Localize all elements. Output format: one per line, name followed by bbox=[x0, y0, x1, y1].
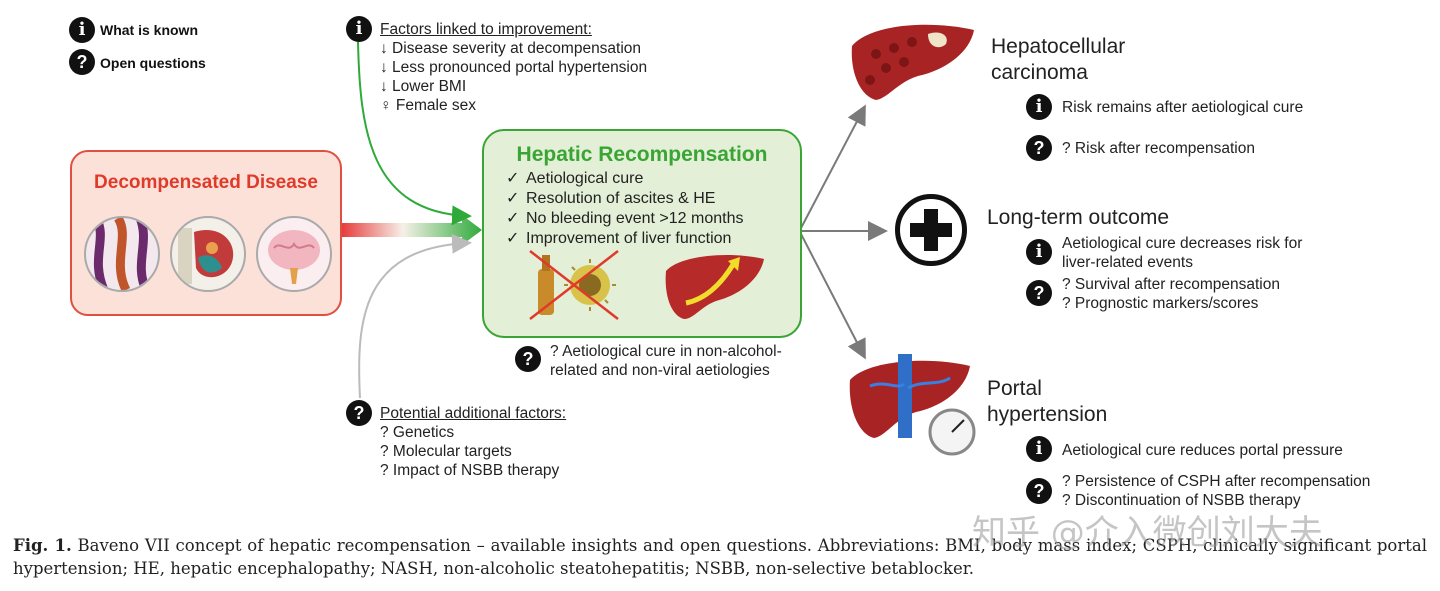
brain-icon bbox=[256, 216, 332, 292]
factor-item: ♀ Female sex bbox=[380, 97, 477, 114]
longterm-known-line: Aetiological cure decreases risk for bbox=[1062, 235, 1303, 252]
plus-circle-icon bbox=[895, 194, 967, 266]
longterm-question-line: ? Survival after recompensation bbox=[1062, 276, 1280, 293]
longterm-known-line: liver-related events bbox=[1062, 254, 1193, 271]
liver-tumor-icon bbox=[851, 24, 974, 100]
question-icon: ? bbox=[69, 49, 95, 75]
recompensation-box: Hepatic Recompensation ✓Aetiological cur… bbox=[482, 129, 802, 338]
info-icon: i bbox=[1026, 436, 1052, 462]
flow-arrow bbox=[338, 215, 482, 245]
info-icon: i bbox=[1026, 239, 1052, 265]
hcc-title: Hepatocellular carcinoma bbox=[991, 34, 1125, 86]
hcc-known: Risk remains after aetiological cure bbox=[1062, 99, 1304, 116]
info-icon: i bbox=[346, 16, 372, 42]
criteria-list: ✓Aetiological cure ✓Resolution of ascite… bbox=[506, 169, 743, 249]
liver-improve-icon bbox=[665, 255, 764, 319]
additional-item: ? Impact of NSBB therapy bbox=[380, 462, 560, 479]
additional-item: ? Molecular targets bbox=[380, 443, 512, 460]
watermark: 知乎 @介入微创刘大夫 bbox=[972, 513, 1323, 553]
info-icon: i bbox=[69, 17, 95, 43]
legend-known-label: What is known bbox=[100, 22, 198, 38]
check-icon: ✓ bbox=[506, 190, 520, 207]
portal-known: Aetiological cure reduces portal pressur… bbox=[1062, 442, 1343, 459]
criterion-item: ✓Aetiological cure bbox=[506, 170, 644, 187]
criterion-item: ✓Resolution of ascites & HE bbox=[506, 190, 716, 207]
caption-label: Fig. 1. bbox=[13, 536, 72, 555]
question-line: related and non-viral aetiologies bbox=[550, 362, 770, 379]
portal-question-line: ? Persistence of CSPH after recompensati… bbox=[1062, 473, 1371, 490]
ascites-icon bbox=[170, 216, 246, 292]
factors-block: Factors linked to improvement: ↓ Disease… bbox=[380, 20, 647, 115]
check-icon: ✓ bbox=[506, 170, 520, 187]
hcc-question: ? Risk after recompensation bbox=[1062, 140, 1255, 157]
legend-open-label: Open questions bbox=[100, 55, 206, 71]
varices-icon bbox=[84, 216, 160, 292]
caption-text: Baveno VII concept of hepatic recompensa… bbox=[13, 536, 1427, 578]
hcc-title-line: Hepatocellular bbox=[991, 35, 1126, 58]
factors-header: Factors linked to improvement: bbox=[380, 21, 592, 38]
longterm-question: ? Survival after recompensation ? Progno… bbox=[1062, 275, 1280, 313]
question-icon: ? bbox=[1026, 478, 1052, 504]
connector-layer bbox=[338, 41, 888, 399]
portal-liver-gauge-icon bbox=[849, 354, 976, 456]
question-icon: ? bbox=[515, 346, 541, 372]
portal-title-line: hypertension bbox=[987, 403, 1108, 426]
factor-item: ↓ Less pronounced portal hypertension bbox=[380, 59, 648, 76]
longterm-title: Long-term outcome bbox=[987, 206, 1170, 229]
criterion-item: ✓No bleeding event >12 months bbox=[506, 210, 744, 227]
additional-header: Potential additional factors: bbox=[380, 405, 567, 422]
arrow-to-hcc bbox=[799, 104, 866, 231]
question-line: ? Aetiological cure in non-alcohol- bbox=[550, 343, 782, 360]
question-icon: ? bbox=[1026, 135, 1052, 161]
additional-factors-block: Potential additional factors: ? Genetics… bbox=[380, 404, 566, 480]
longterm-question-line: ? Prognostic markers/scores bbox=[1062, 295, 1259, 312]
factors-curve bbox=[357, 41, 472, 226]
figure-caption: Fig. 1. Baveno VII concept of hepatic re… bbox=[13, 534, 1427, 580]
portal-title-line: Portal bbox=[987, 377, 1042, 400]
hcc-title-line: carcinoma bbox=[991, 61, 1088, 84]
check-icon: ✓ bbox=[506, 230, 520, 247]
factor-item: ↓ Lower BMI bbox=[380, 78, 467, 95]
check-icon: ✓ bbox=[506, 210, 520, 227]
arrow-to-portal bbox=[799, 231, 866, 360]
factor-item: ↓ Disease severity at decompensation bbox=[380, 40, 642, 57]
longterm-known: Aetiological cure decreases risk for liv… bbox=[1062, 234, 1302, 272]
criterion-item: ✓Improvement of liver function bbox=[506, 230, 732, 247]
portal-question: ? Persistence of CSPH after recompensati… bbox=[1062, 472, 1370, 510]
decompensated-title: Decompensated Disease bbox=[94, 172, 318, 193]
question-icon: ? bbox=[346, 400, 372, 426]
alcohol-virus-crossed-icon bbox=[529, 250, 619, 320]
info-icon: i bbox=[1026, 94, 1052, 120]
additional-curve bbox=[358, 233, 472, 399]
recompensation-title: Hepatic Recompensation bbox=[516, 143, 768, 166]
additional-item: ? Genetics bbox=[380, 424, 455, 441]
question-icon: ? bbox=[1026, 280, 1052, 306]
portal-question-line: ? Discontinuation of NSBB therapy bbox=[1062, 492, 1301, 509]
decompensated-box: Decompensated Disease bbox=[70, 150, 342, 316]
recompensation-question: ? Aetiological cure in non-alcohol- rela… bbox=[550, 342, 782, 380]
portal-title: Portal hypertension bbox=[987, 376, 1107, 428]
